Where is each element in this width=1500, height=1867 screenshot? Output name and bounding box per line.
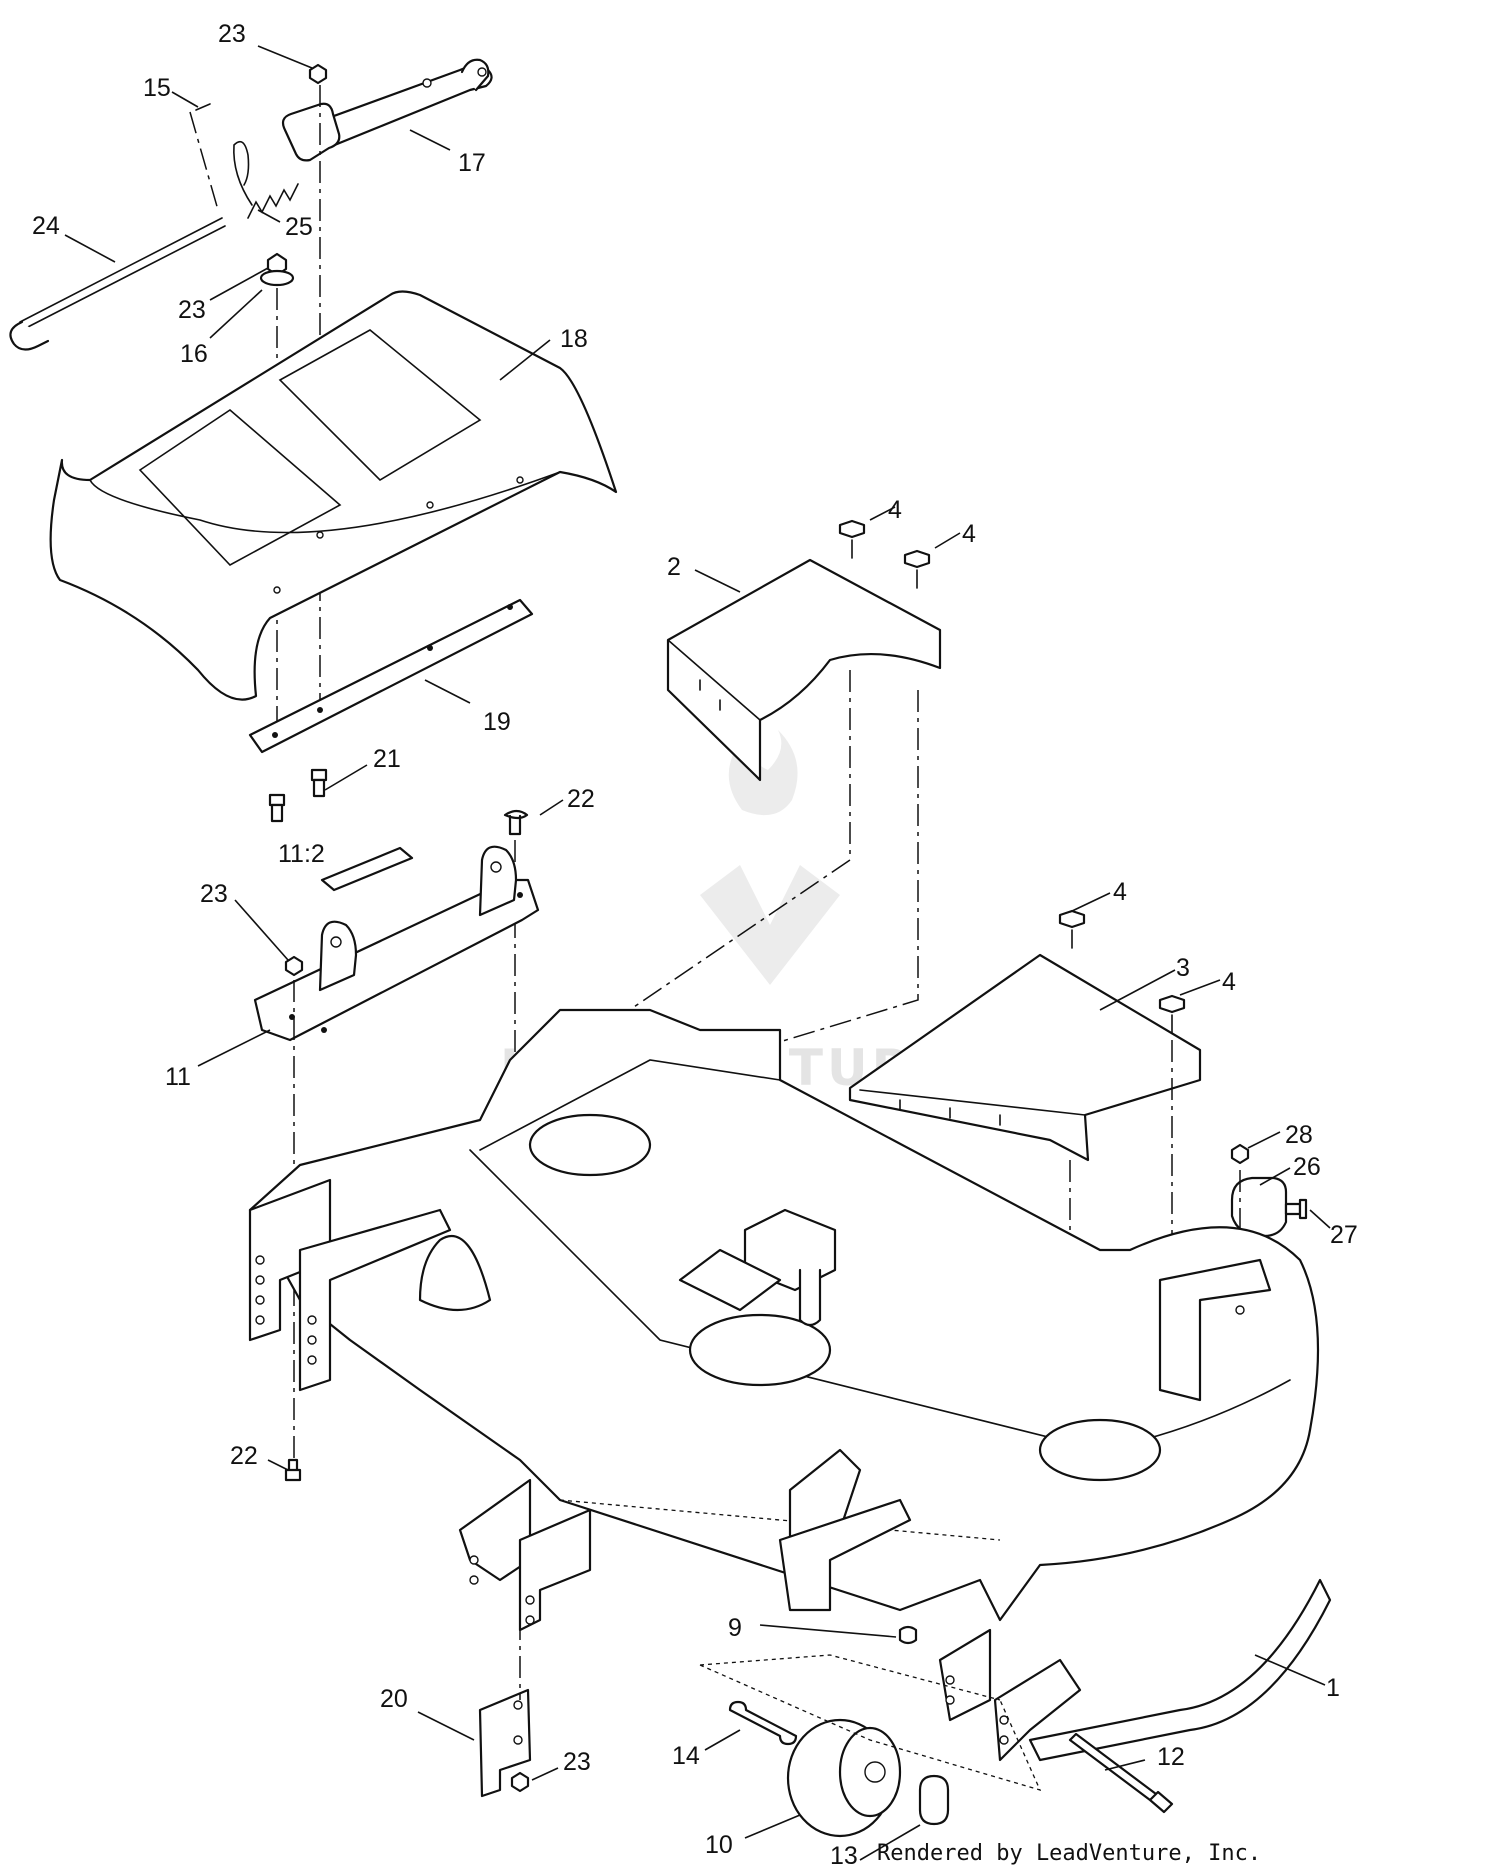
leader-lines [64, 45, 1331, 1861]
bracket-part-20 [478, 1688, 532, 1798]
callout-20: 20 [380, 1685, 408, 1713]
bolt-part-22-top [503, 809, 529, 836]
pin-part-15 [195, 103, 211, 111]
callout-24: 24 [32, 212, 60, 240]
callout-12: 12 [1157, 1743, 1185, 1771]
callout-4: 4 [962, 520, 976, 548]
cover-part-18 [49, 290, 618, 701]
callout-10: 10 [705, 1831, 733, 1859]
callout-4: 4 [1113, 878, 1127, 906]
callout-16: 16 [180, 340, 208, 368]
callout-22: 22 [230, 1442, 258, 1470]
watermark-logo [700, 730, 840, 985]
caster-wheel-part-10 [786, 1718, 902, 1838]
mower-deck-part-1 [248, 1008, 1332, 1762]
callout-18: 18 [560, 325, 588, 353]
callout-3: 3 [1176, 954, 1190, 982]
callout-23: 23 [563, 1748, 591, 1776]
callout-23: 23 [218, 20, 246, 48]
callout-9: 9 [728, 1614, 742, 1642]
render-credit: Rendered by LeadVenture, Inc. [877, 1841, 1261, 1866]
nut-part-23-bottom [510, 1771, 530, 1793]
spacer-part-13 [918, 1774, 950, 1826]
centerline [719, 690, 919, 1061]
callout-27: 27 [1330, 1221, 1358, 1249]
bolt-part-21 [268, 768, 328, 823]
fitting-part-26 [1230, 1143, 1308, 1238]
plate-part-11 [253, 845, 540, 1042]
nut-part-23-top [308, 63, 328, 85]
label-part-11-2 [320, 846, 414, 892]
bolt-part-4 [838, 519, 1186, 1034]
callout-28: 28 [1285, 1121, 1313, 1149]
callout-11-2: 11:2 [278, 840, 325, 868]
nut-part-23 [266, 252, 288, 277]
callout-23: 23 [178, 296, 206, 324]
guide-line [699, 1654, 1042, 1792]
washer-part-16 [259, 269, 295, 287]
callout-11: 11 [165, 1063, 191, 1091]
cover-part-2 [666, 558, 942, 782]
callout-4: 4 [1222, 968, 1236, 996]
callout-17: 17 [458, 149, 486, 177]
rod-part-24 [9, 217, 226, 351]
bolt-part-22-lower [284, 1458, 302, 1482]
callout-13: 13 [830, 1842, 858, 1867]
callout-4: 4 [888, 496, 902, 524]
callout-19: 19 [483, 708, 511, 736]
callout-1: 1 [1326, 1674, 1340, 1702]
callout-15: 15 [143, 74, 171, 102]
centerline [599, 670, 851, 1031]
nut-part-23-mid [284, 955, 304, 977]
callout-26: 26 [1293, 1153, 1321, 1181]
bracket-part-17 [281, 58, 493, 162]
callout-2: 2 [667, 553, 681, 581]
axle-part-14 [728, 1700, 798, 1746]
centerline [189, 111, 219, 211]
callout-14: 14 [672, 1742, 700, 1770]
strip-part-19 [248, 598, 534, 754]
spring-part-25 [233, 140, 299, 219]
callout-labels: 23 15 17 25 24 23 16 18 4 4 2 19 21 22 1… [32, 20, 1358, 1867]
callout-25: 25 [285, 213, 313, 241]
callout-22: 22 [567, 785, 595, 813]
nut-part-9 [898, 1625, 918, 1645]
callout-23: 23 [200, 880, 228, 908]
cover-part-3 [848, 953, 1202, 1162]
bolt-part-12 [1068, 1732, 1174, 1814]
callout-21: 21 [373, 745, 401, 773]
